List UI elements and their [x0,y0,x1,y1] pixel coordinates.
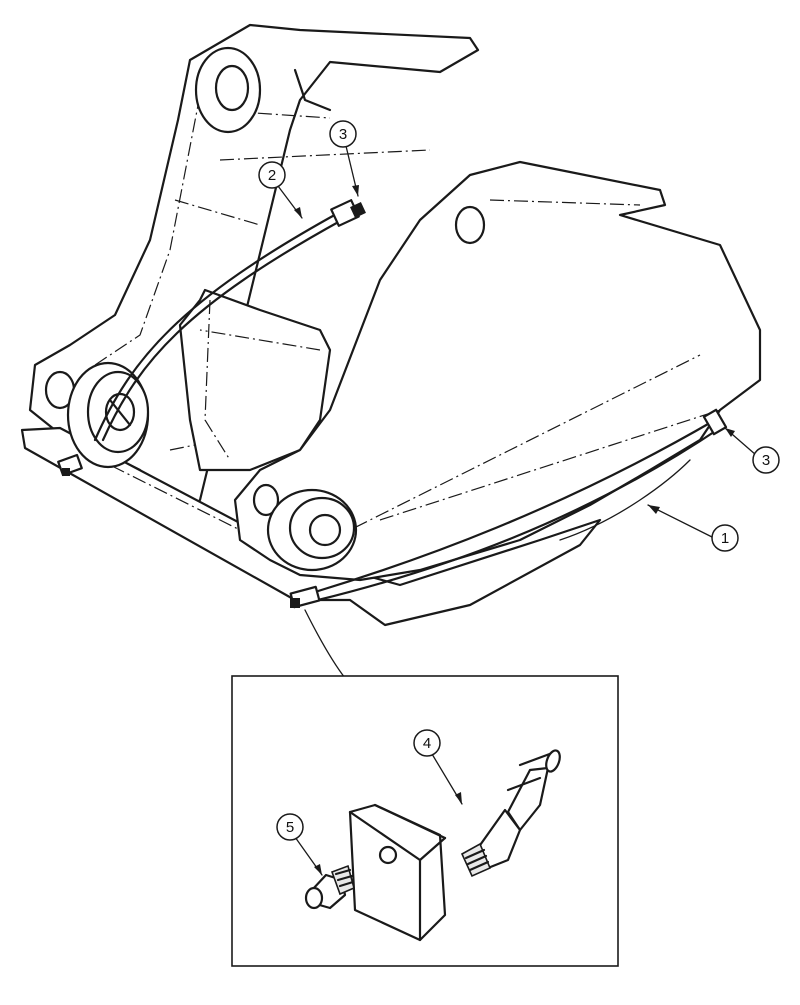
grease-line-1 [313,408,728,602]
callout-3-right-label: 3 [762,452,770,469]
callout-5-label: 5 [286,819,294,836]
right-arm-plate [233,160,762,582]
callout-3-right: 3 [724,427,780,474]
right-pivot-boss [266,488,358,572]
base-fittings [57,453,346,679]
callout-2: 2 [258,161,303,219]
callout-3-upper: 3 [329,120,359,197]
callout-2-label: 2 [268,167,276,184]
grease-nipple-5 [304,864,355,910]
callout-5: 5 [276,813,323,876]
grease-line-2 [93,199,366,442]
hose-connector-4 [460,749,561,878]
callout-4-label: 4 [423,735,431,752]
callout-3-upper-label: 3 [339,126,347,143]
callout-1: 1 [647,504,739,552]
center-web [178,288,332,472]
mounting-block [348,803,447,942]
callout-4: 4 [413,729,463,805]
callout-1-label: 1 [721,530,729,547]
